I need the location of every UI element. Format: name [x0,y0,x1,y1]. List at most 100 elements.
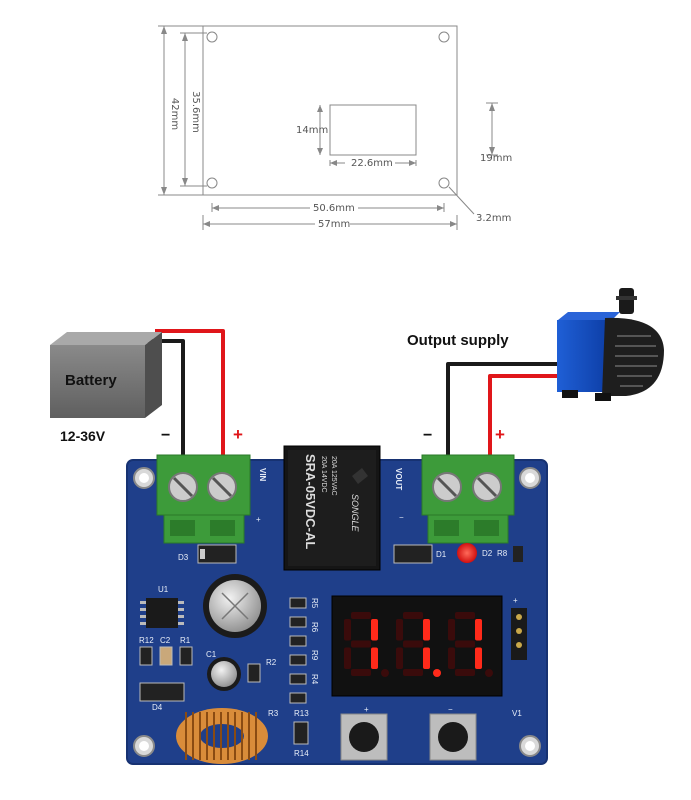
display-segment [396,647,403,669]
dim-hole-spacing: 50.6mm [313,203,355,214]
battery [50,332,162,418]
display-decimal-point [433,669,441,677]
dimension-arrows [161,26,495,227]
decrease-button[interactable] [429,713,477,761]
output-negative-wire [446,362,557,462]
output-minus-sign: − [423,427,432,444]
output-positive-wire [488,374,557,462]
relay-model: SRA-05VDC-AL [303,454,318,549]
label-r2: R2 [266,658,277,667]
mounting-hole [206,177,218,189]
label-r8: R8 [497,549,508,558]
display-segment [475,647,482,669]
output-plus-sign: + [495,425,505,444]
battery-positive-wire [155,329,225,462]
display-segment [448,647,455,669]
display-segment [448,619,455,641]
display-segment [403,669,423,676]
label-r12: R12 [139,636,154,645]
chip-u1 [146,598,178,628]
label-r4: R4 [310,674,319,685]
label-r14: R14 [294,749,309,758]
display-segment [371,647,378,669]
display-segment [403,612,423,619]
display-segment [423,619,430,641]
water-pump-icon [557,288,664,401]
board-outline [202,25,458,196]
dim-offset: 19mm [480,153,512,164]
display-segment [455,669,475,676]
button-minus-silk: − [448,705,453,714]
header-plus-silk: + [513,596,518,605]
label-c1: C1 [206,650,217,659]
button-plus-silk: + [364,705,369,714]
label-d4: D4 [152,703,163,712]
label-v1: V1 [512,709,522,718]
display-segment [396,619,403,641]
smd-resistors-left [139,646,193,666]
dim-window-width: 22.6mm [351,158,393,169]
display-segment [344,647,351,669]
header-pin-pads [516,614,522,648]
battery-plus-sign: + [233,425,243,444]
battery-label: Battery [65,372,117,389]
label-r9: R9 [310,650,319,661]
relay-brand: SONGLE [350,494,360,533]
display-segment [371,619,378,641]
capacitor-small-top [211,661,237,687]
increase-button[interactable] [340,713,388,761]
relay [283,445,381,571]
vin-label: VIN [258,468,267,482]
label-c2: C2 [160,636,171,645]
resistor-r2 [247,663,261,683]
dim-inner-height: 35.6mm [190,91,201,133]
label-d1: D1 [436,550,447,559]
relay-rating-ac: 20A 125VAC [330,456,337,496]
chip-u1-pins [140,601,184,625]
resistor-r8 [513,546,523,562]
display-segment [455,640,475,648]
mounting-hole [438,177,450,189]
vout-minus-silk: − [399,513,404,522]
label-d2: D2 [482,549,493,558]
label-r1: R1 [180,636,191,645]
display-decimal-point [381,669,389,677]
mounting-hole [206,31,218,43]
diode-d3 [197,544,237,564]
display-decimal-point [485,669,493,677]
vout-label: VOUT [394,468,403,490]
label-u1: U1 [158,585,169,594]
label-r3: R3 [268,709,279,718]
smd-resistors-middle [289,597,307,704]
diode-d4 [139,682,185,702]
output-supply-label: Output supply [407,332,509,349]
display-window-outline [329,104,417,156]
status-led-icon [457,543,477,563]
diode-d3-band [200,549,205,559]
output-terminal-block [421,454,515,544]
dim-overall-width: 57mm [318,219,350,230]
label-r6: R6 [310,622,319,633]
display-segment [403,640,423,648]
dimension-drawing [158,25,498,230]
inductor-windings [185,712,257,760]
display-segment [423,647,430,669]
dim-outer-height: 42mm [169,98,180,130]
diode-d1 [393,544,433,564]
label-r5: R5 [310,598,319,609]
dim-hole-diameter: 3.2mm [476,213,511,224]
relay-rating-dc: 20A 14VDC [320,456,327,493]
input-terminal-block [156,454,251,544]
display-digits [344,612,493,677]
mounting-hole [438,31,450,43]
display-segment [475,619,482,641]
voltage-range-label: 12-36V [60,428,106,444]
label-r13: R13 [294,709,309,718]
wires [142,329,557,462]
display-segment [351,640,371,648]
battery-minus-sign: − [161,427,170,444]
display-segment [351,612,371,619]
display-segment [344,619,351,641]
label-d3: D3 [178,553,189,562]
